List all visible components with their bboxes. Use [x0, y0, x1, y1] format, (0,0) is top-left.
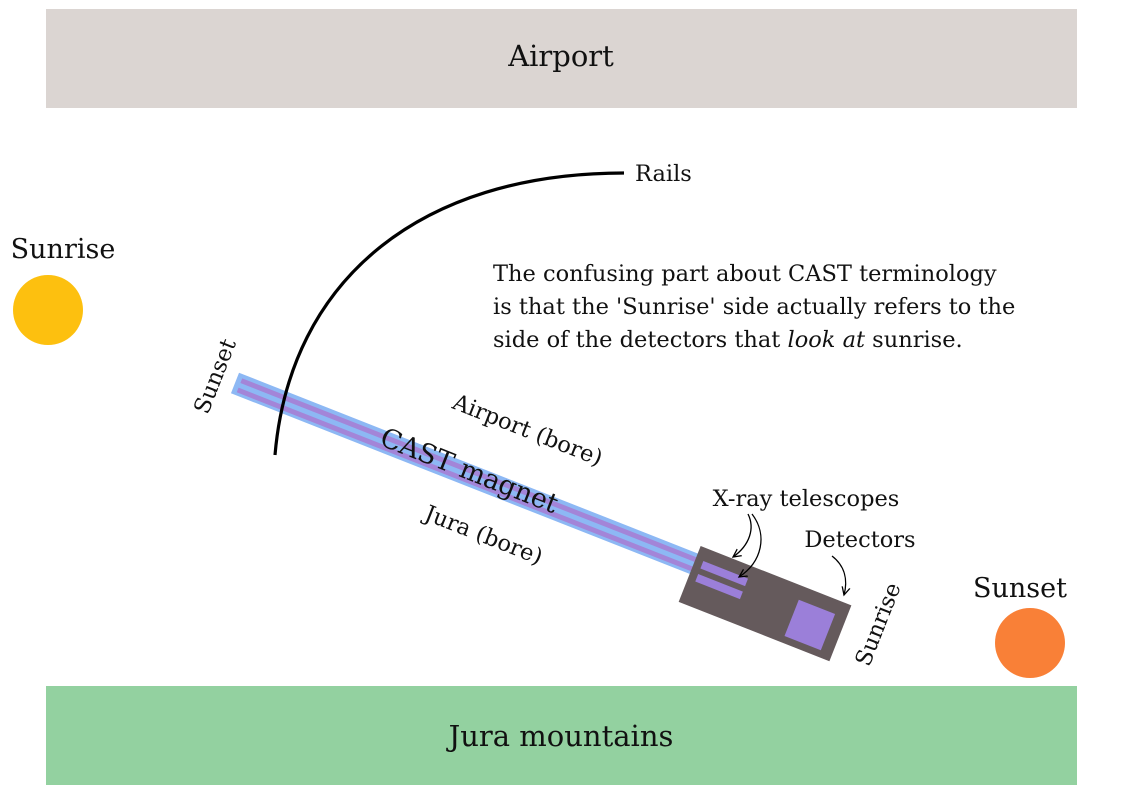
- sunrise-sun-label: Sunrise: [11, 234, 116, 265]
- note-emphasis: look at: [788, 327, 866, 353]
- jura-region: [46, 686, 1077, 785]
- airport-bore: [240, 378, 706, 566]
- xray-telescopes-label: X-ray telescopes: [713, 486, 900, 512]
- jura-label: Jura mountains: [446, 719, 674, 753]
- sunset-sun-label: Sunset: [973, 573, 1067, 604]
- detectors-arrow: [831, 555, 846, 595]
- detector: [784, 599, 836, 651]
- xray-telescope-upper: [700, 561, 748, 587]
- sunrise-sun: [13, 275, 83, 345]
- sunset-sun: [995, 608, 1065, 678]
- rails-label: Rails: [635, 161, 692, 187]
- note-line-3: side of the detectors that look at sunri…: [493, 327, 963, 353]
- explanation-note: The confusing part about CAST terminolog…: [493, 261, 1023, 353]
- note-line-1: The confusing part about CAST terminolog…: [493, 261, 997, 287]
- airport-label: Airport: [507, 39, 614, 73]
- note-line-3-suffix: sunrise.: [865, 327, 963, 353]
- note-line-3-prefix: side of the detectors that: [493, 327, 788, 353]
- jura-bore: [236, 387, 702, 575]
- telescope-arrow-upper: [733, 513, 752, 557]
- magnet-assembly: [230, 372, 852, 662]
- telescope-arrow-lower: [739, 513, 762, 577]
- note-line-2: is that the 'Sunrise' side actually refe…: [493, 294, 1015, 320]
- airport-region: [46, 9, 1077, 108]
- xray-telescope-lower: [695, 574, 743, 600]
- rails-arc: [273, 171, 625, 456]
- sunrise-end-label: Sunrise: [850, 579, 906, 670]
- detectors-label: Detectors: [804, 527, 915, 553]
- sunset-end-label: Sunset: [189, 335, 242, 417]
